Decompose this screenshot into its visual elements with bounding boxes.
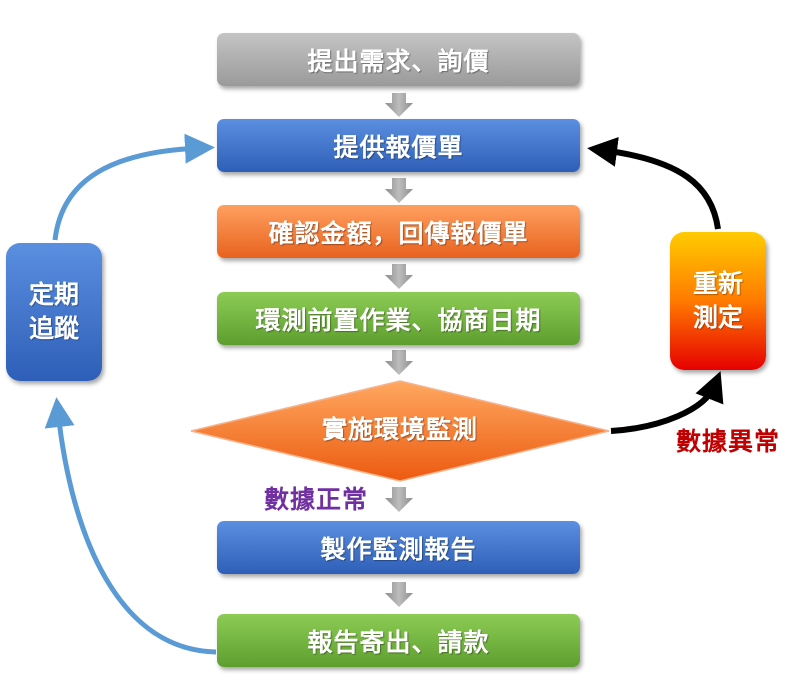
step-provide-quotation: 提供報價單 [217,119,580,172]
step-label: 確認金額，回傳報價單 [268,218,529,248]
periodic-tracking-line1: 定期 [28,280,79,309]
step-label: 報告寄出、請款 [307,627,490,657]
decision-label: 實施環境監測 [321,415,478,444]
retest-line2: 測定 [692,303,743,332]
down-arrow-5 [385,487,413,512]
down-arrow-3 [385,264,413,289]
periodic-tracking-box: 定期 追蹤 [6,243,102,381]
abnormal-arrow-top [587,137,721,230]
down-arrow-1 [385,93,413,117]
down-arrow-4 [385,350,413,375]
step-label: 製作監測報告 [320,534,477,564]
down-arrow-2 [385,178,413,203]
decision-diamond [190,380,610,482]
step-label: 提出需求、詢價 [307,46,490,76]
retest-box: 重新 測定 [670,232,766,370]
step-request-quote: 提出需求、詢價 [217,33,580,86]
retest-line1: 重新 [692,269,743,298]
step-send-report-invoice: 報告寄出、請款 [217,614,580,667]
down-arrow-6 [385,582,413,607]
step-pre-test-preparation: 環測前置作業、協商日期 [217,292,580,345]
step-confirm-amount: 確認金額，回傳報價單 [217,205,580,258]
abnormal-arrow-bottom [610,371,724,434]
step-label: 環測前置作業、協商日期 [255,305,542,335]
loop-arrow-top [52,133,215,241]
data-normal-note: 數據正常 [264,485,369,514]
data-abnormal-note: 數據異常 [676,427,781,456]
periodic-tracking-line2: 追蹤 [28,314,79,343]
step-produce-report: 製作監測報告 [217,521,580,574]
loop-arrow-bottom [44,397,217,655]
step-label: 提供報價單 [333,132,464,162]
